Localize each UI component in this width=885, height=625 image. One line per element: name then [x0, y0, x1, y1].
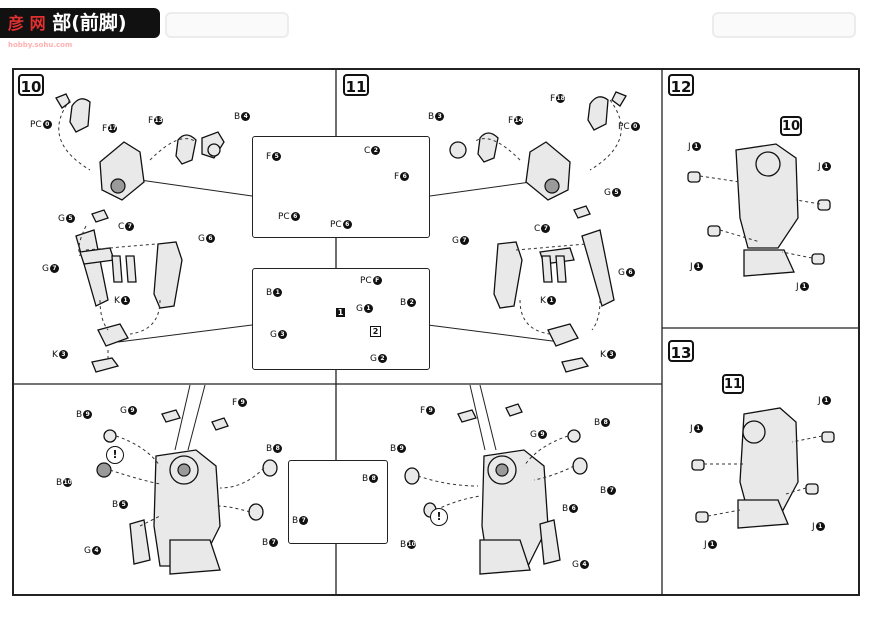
step11-upper-parts	[449, 91, 627, 373]
caution-icon: !	[106, 446, 124, 464]
faded-header-tab	[165, 12, 289, 38]
section-header-tab: 彦 网 部(前脚) hobby.sohu.com	[0, 8, 160, 49]
step-reference-10: 10	[780, 116, 802, 136]
step-reference-11: 11	[722, 374, 744, 394]
step-number-10: 10	[18, 74, 44, 96]
knee-detail-inset	[288, 460, 388, 544]
site-watermark-url: hobby.sohu.com	[8, 41, 73, 49]
step10-upper-parts	[55, 93, 225, 373]
step12-assembly	[687, 143, 831, 277]
step10-leg-assembly	[96, 409, 278, 575]
site-watermark: 彦 网	[8, 14, 46, 33]
part-label: B10	[56, 478, 73, 488]
hip-detail-inset	[252, 136, 430, 238]
part-label: B10	[400, 540, 417, 550]
step-number-11: 11	[343, 74, 369, 96]
part-label: F17	[102, 124, 118, 134]
instruction-frame	[12, 68, 860, 596]
order-marker-2: 2	[370, 326, 381, 337]
section-title: 彦 网 部(前脚) hobby.sohu.com	[8, 10, 127, 49]
parts-detail-inset	[252, 268, 430, 370]
part-label: F18	[550, 94, 566, 104]
step-number-12: 12	[668, 74, 694, 96]
part-label: F13	[148, 116, 164, 126]
part-label: F14	[508, 116, 524, 126]
section-title-text: 部(前脚)	[52, 12, 127, 34]
step11-leg-assembly	[404, 403, 588, 575]
caution-icon: !	[430, 508, 448, 526]
step-number-13: 13	[668, 340, 694, 362]
step13-assembly	[691, 407, 835, 529]
faded-header-tab	[712, 12, 856, 38]
order-marker-1: 1	[336, 308, 345, 317]
